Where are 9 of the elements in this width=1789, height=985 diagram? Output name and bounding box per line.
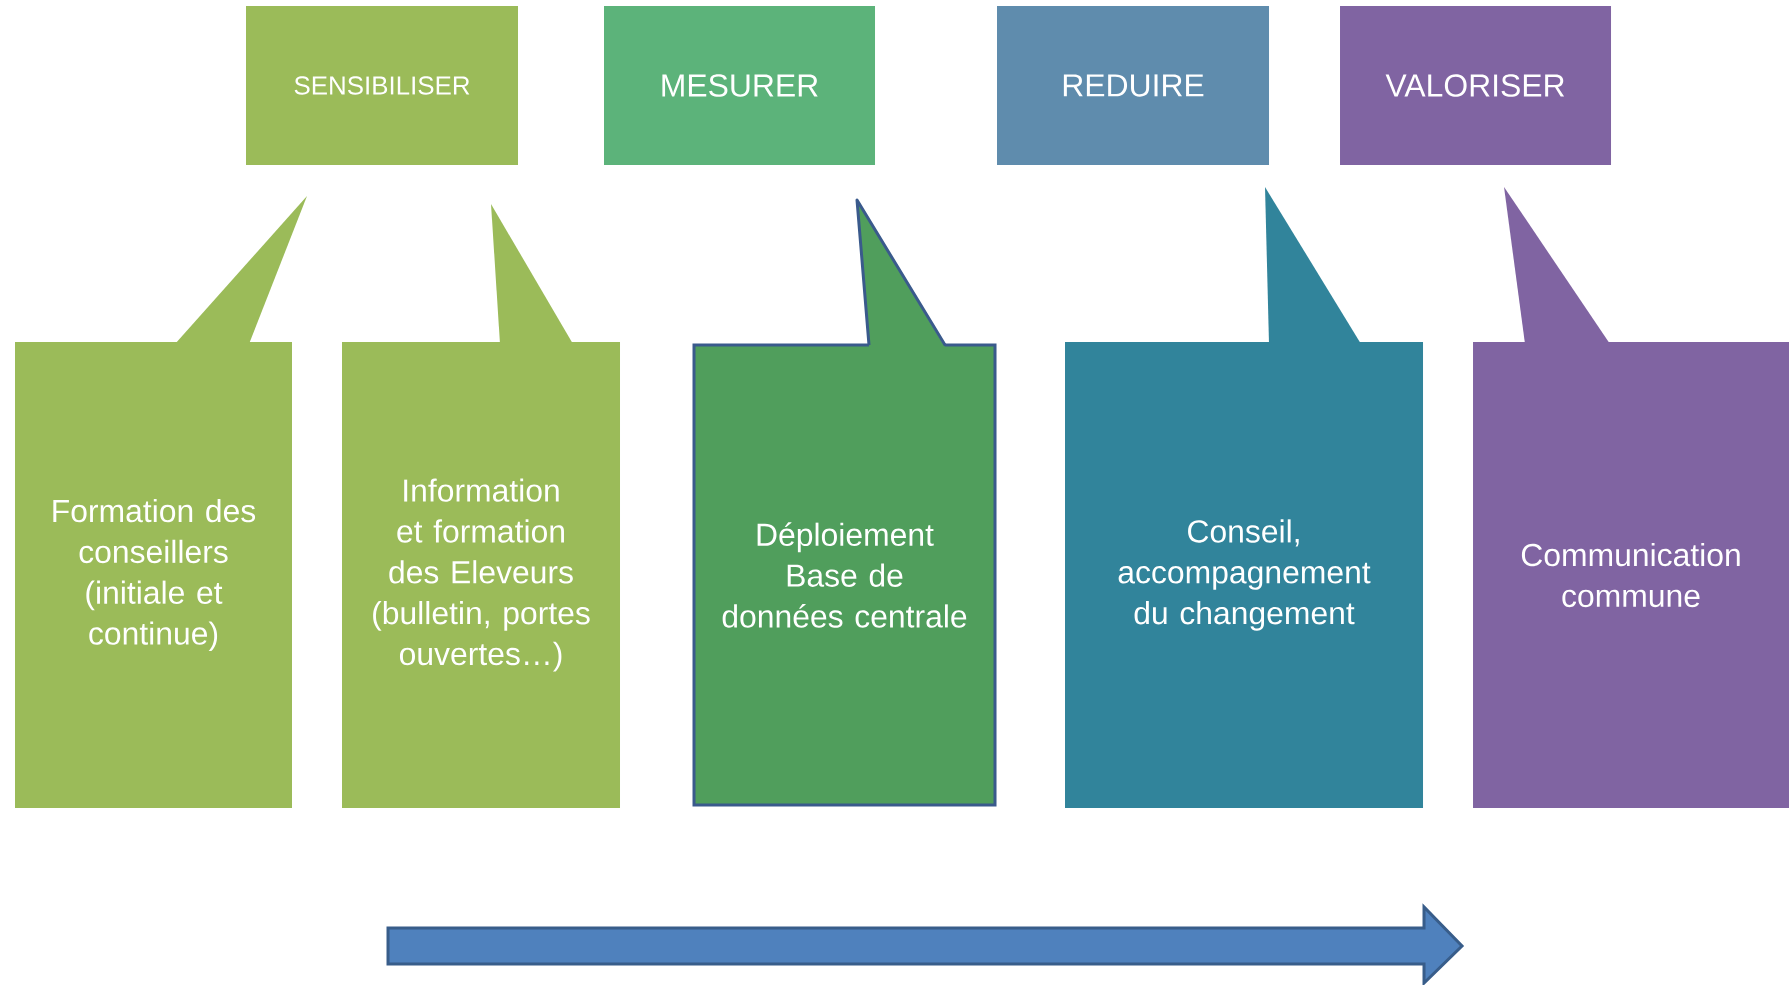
callout-box: Conseil, accompagnement du changement [1065, 187, 1423, 808]
step-box: MESURER [604, 6, 875, 165]
callout-box: Information et formation des Eleveurs (bulletin, portes ouvertes…) [342, 204, 620, 808]
step-box: REDUIRE [997, 6, 1269, 165]
step-box: VALORISER [1340, 6, 1611, 165]
step-box: SENSIBILISER [246, 6, 518, 165]
callout-box: Formation des conseillers (initiale et continue) [15, 196, 307, 808]
callout-box: Communication commune [1473, 187, 1789, 808]
callout-box: Déploiement Base de données centrale [692, 198, 997, 807]
